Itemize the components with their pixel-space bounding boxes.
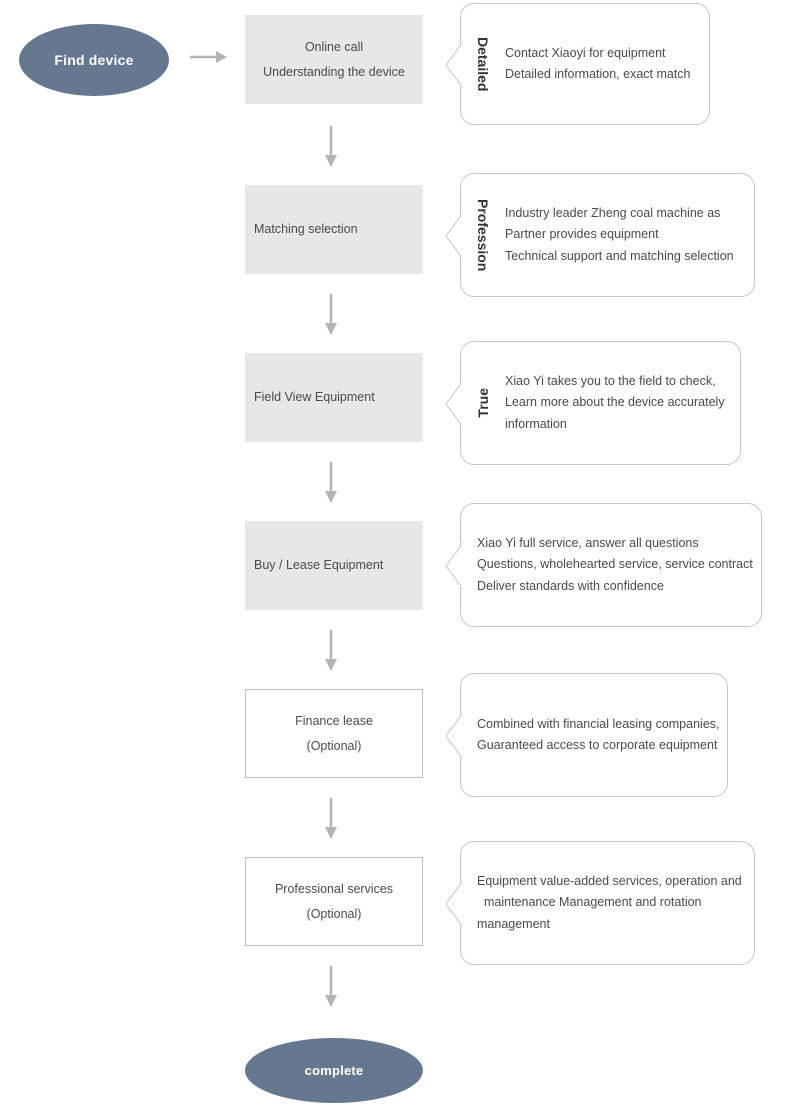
arrow-step-4-to-step-5 <box>323 630 339 672</box>
arrow-step-3-to-step-4 <box>323 462 339 504</box>
arrow-step-5-to-step-6 <box>323 798 339 840</box>
callout-5-text: Combined with financial leasing companie… <box>461 714 730 757</box>
step-box-2-line-1: Matching selection <box>254 222 358 236</box>
callout-4-line-3: Deliver standards with confidence <box>477 578 664 593</box>
step-box-5-line-1: Finance lease <box>295 713 373 728</box>
callout-pointer-icon <box>444 41 463 89</box>
callout-3[interactable]: True Xiao Yi takes you to the field to c… <box>445 341 741 465</box>
callout-6-line-1: Equipment value-added services, operatio… <box>477 873 742 888</box>
start-terminator-label: Find device <box>54 52 134 68</box>
callout-pointer-icon <box>444 880 463 928</box>
callout-1[interactable]: Detailed Contact Xiaoyi for equipment De… <box>445 3 710 125</box>
step-box-6[interactable]: Professional services (Optional) <box>245 857 423 946</box>
callout-pointer-icon <box>444 380 463 428</box>
callout-1-text: Contact Xiaoyi for equipment Detailed in… <box>495 43 701 86</box>
start-terminator[interactable]: Find device <box>19 24 169 96</box>
step-box-5[interactable]: Finance lease (Optional) <box>245 689 423 778</box>
step-box-4[interactable]: Buy / Lease Equipment <box>245 521 423 610</box>
callout-3-text: Xiao Yi takes you to the field to check,… <box>495 371 735 436</box>
step-box-6-line-1: Professional services <box>274 881 394 896</box>
step-box-3-line-1: Field View Equipment <box>254 390 375 404</box>
callout-3-line-1: Xiao Yi takes you to the field to check, <box>505 373 716 388</box>
step-box-1[interactable]: Online call Understanding the device <box>245 15 423 104</box>
callout-6[interactable]: Equipment value-added services, operatio… <box>445 841 755 965</box>
callout-pointer-icon <box>444 542 463 590</box>
step-box-5-line-2: (Optional) <box>306 738 362 753</box>
callout-2-rotated-label: Profession <box>475 198 491 272</box>
arrow-step-1-to-step-2 <box>323 126 339 168</box>
callout-4-line-1: Xiao Yi full service, answer all questio… <box>477 535 699 550</box>
callout-1-rotated-label: Detailed <box>475 36 491 92</box>
arrow-step-2-to-step-3 <box>323 294 339 336</box>
callout-5-line-1: Combined with financial leasing companie… <box>477 716 720 731</box>
end-terminator[interactable]: complete <box>245 1038 423 1103</box>
callout-2-text: Industry leader Zheng coal machine as Pa… <box>495 203 744 268</box>
callout-2-line-3: Technical support and matching selection <box>505 248 734 263</box>
end-terminator-label: complete <box>304 1063 364 1078</box>
arrow-step-6-to-end <box>323 966 339 1008</box>
callout-1-line-1: Contact Xiaoyi for equipment <box>505 45 666 60</box>
callout-pointer-icon <box>444 212 463 260</box>
callout-6-text: Equipment value-added services, operatio… <box>461 871 752 936</box>
callout-3-line-2: Learn more about the device accurately <box>505 395 725 410</box>
callout-3-line-3: information <box>505 416 567 431</box>
step-box-6-line-2: (Optional) <box>306 906 362 921</box>
callout-4-text: Xiao Yi full service, answer all questio… <box>461 533 763 598</box>
callout-2-line-2: Partner provides equipment <box>505 227 659 242</box>
step-box-4-line-1: Buy / Lease Equipment <box>254 558 384 572</box>
callout-5[interactable]: Combined with financial leasing companie… <box>445 673 730 797</box>
callout-1-line-2: Detailed information, exact match <box>505 67 691 81</box>
callout-6-line-3: management <box>477 916 550 931</box>
callout-5-line-2: Guaranteed access to corporate equipment <box>477 738 718 752</box>
callout-4[interactable]: Xiao Yi full service, answer all questio… <box>445 503 763 627</box>
arrow-start-to-step-1 <box>190 49 228 65</box>
step-box-2[interactable]: Matching selection <box>245 185 423 274</box>
callout-pointer-icon <box>444 712 463 760</box>
step-box-1-line-2: Understanding the device <box>263 64 405 79</box>
callout-2-line-1: Industry leader Zheng coal machine as <box>505 205 721 220</box>
step-box-3[interactable]: Field View Equipment <box>245 353 423 442</box>
callout-4-line-2: Questions, wholehearted service, service… <box>477 557 753 572</box>
callout-3-rotated-label: True <box>475 388 491 418</box>
callout-6-line-2: maintenance Management and rotation <box>484 895 702 910</box>
callout-2[interactable]: Profession Industry leader Zheng coal ma… <box>445 173 755 297</box>
step-box-1-line-1: Online call <box>304 39 364 54</box>
